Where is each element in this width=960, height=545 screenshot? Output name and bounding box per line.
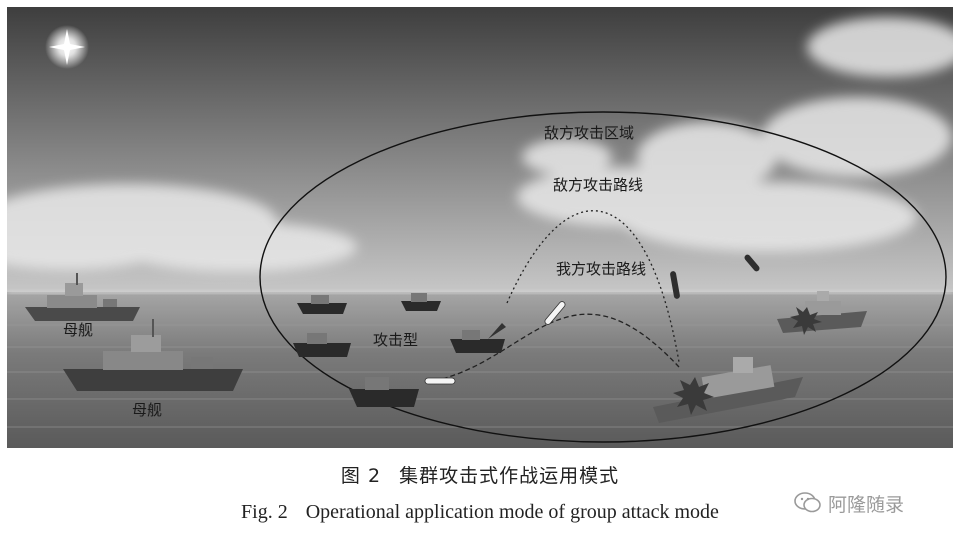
usv-boat-icon bbox=[349, 377, 419, 407]
missile-icon bbox=[424, 377, 456, 385]
usv-boat-icon bbox=[293, 333, 351, 357]
mother-ship-icon bbox=[25, 273, 140, 321]
mother-ship-icon bbox=[63, 319, 243, 391]
usv-boat-icon bbox=[297, 295, 347, 314]
explosion-icon bbox=[790, 307, 822, 335]
figure-caption-en: Fig. 2 Operational application mode of gr… bbox=[0, 501, 960, 524]
enemy-zone-label: 敌方攻击区域 bbox=[544, 124, 634, 142]
figure-caption-cn: 图 2 集群攻击式作战运用模式 bbox=[0, 461, 960, 488]
enemy-route-label: 敌方攻击路线 bbox=[553, 176, 643, 194]
attack-mode-illustration: 敌方攻击区域 敌方攻击路线 我方攻击路线 攻击型 母舰 母舰 bbox=[7, 7, 953, 448]
watermark-text: 阿隆随录 bbox=[828, 493, 905, 516]
sun-icon bbox=[45, 25, 89, 69]
usv-boat-icon bbox=[401, 293, 441, 311]
caption-cn-number: 图 2 bbox=[340, 465, 382, 487]
clouds bbox=[7, 17, 953, 272]
wechat-icon bbox=[794, 492, 821, 513]
missile-icon bbox=[670, 271, 680, 299]
usv-boat-icon bbox=[450, 323, 506, 353]
missile-icon bbox=[544, 301, 566, 325]
our-route-label: 我方攻击路线 bbox=[556, 260, 646, 278]
mother-ship-label: 母舰 bbox=[63, 321, 93, 339]
enemy-attack-zone bbox=[259, 111, 947, 443]
caption-en-text: Operational application mode of group at… bbox=[305, 501, 719, 523]
missile-icon bbox=[744, 254, 760, 272]
watermark: 阿隆随录 bbox=[794, 490, 944, 516]
attack-type-label: 攻击型 bbox=[373, 331, 418, 349]
caption-cn-text: 集群攻击式作战运用模式 bbox=[399, 465, 620, 487]
enemy-attack-route bbox=[506, 210, 680, 363]
mother-ship-label: 母舰 bbox=[132, 401, 162, 419]
explosion-icon bbox=[673, 377, 714, 415]
caption-en-number: Fig. 2 bbox=[241, 501, 288, 523]
